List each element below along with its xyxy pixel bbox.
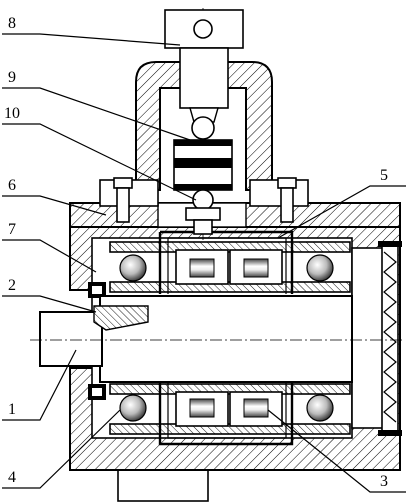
label-9: 9 xyxy=(8,69,16,86)
base-foot xyxy=(117,467,209,502)
bolts xyxy=(113,177,297,223)
ball-lower-right xyxy=(306,394,334,422)
label-5: 5 xyxy=(380,167,388,184)
shaft xyxy=(39,295,353,383)
ball-upper-right xyxy=(306,254,334,282)
label-1: 1 xyxy=(8,401,16,418)
key xyxy=(93,305,149,331)
ball-upper-left xyxy=(119,254,147,282)
roller-upper-1 xyxy=(189,258,215,278)
label-3: 3 xyxy=(380,473,388,490)
loading-frame xyxy=(99,61,309,207)
label-4: 4 xyxy=(8,469,16,486)
label-2: 2 xyxy=(8,277,16,294)
roller-lower-1 xyxy=(189,398,215,418)
label-10: 10 xyxy=(4,105,20,122)
label-6: 6 xyxy=(8,177,16,194)
part-labels: 8 9 10 6 7 2 1 4 5 3 xyxy=(4,15,388,490)
lower-bearing-row xyxy=(109,382,351,446)
label-7: 7 xyxy=(8,221,16,238)
leader-lines xyxy=(2,33,406,493)
seals xyxy=(88,282,106,400)
upper-bearing-row xyxy=(109,230,351,294)
load-cell xyxy=(173,116,233,235)
label-8: 8 xyxy=(8,15,16,32)
screw-head xyxy=(164,9,244,123)
ball-lower-left xyxy=(119,394,147,422)
roller-upper-2 xyxy=(243,258,269,278)
roller-lower-2 xyxy=(243,398,269,418)
